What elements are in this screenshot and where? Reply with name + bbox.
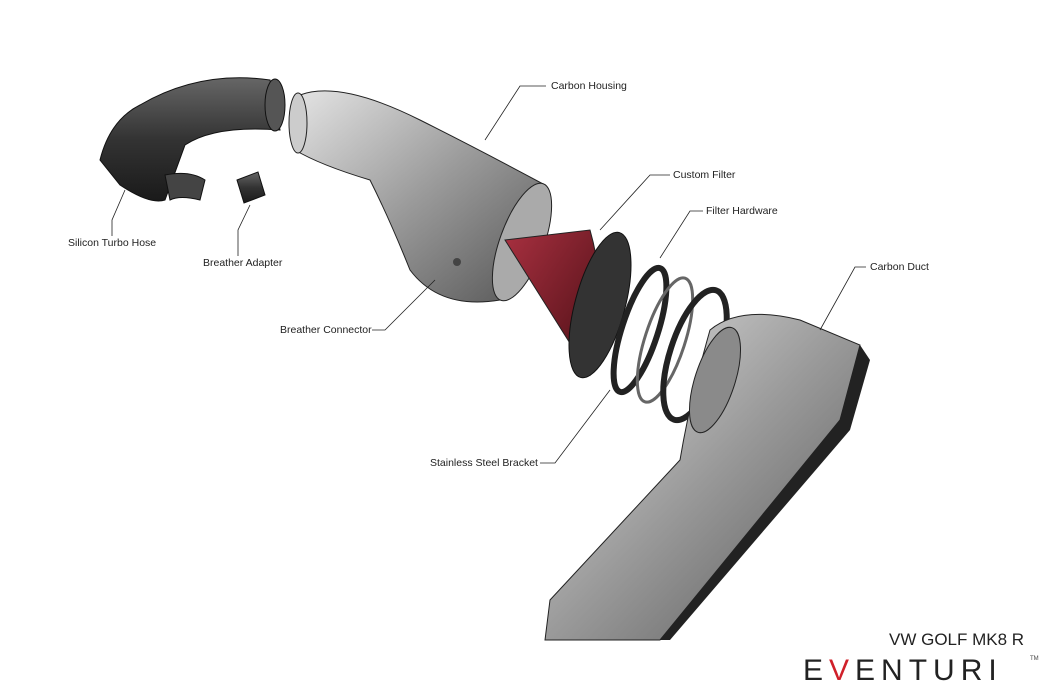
leader-carbon-duct	[819, 266, 866, 331]
silicon-turbo-hose	[99, 77, 286, 202]
carbon-housing	[288, 90, 553, 303]
logo-rest: ENTURI	[855, 654, 1003, 687]
leader-filter-hardware	[659, 210, 703, 259]
carbon-duct	[544, 313, 870, 641]
logo-v: V	[829, 654, 856, 687]
label-stainless-steel-bracket: Stainless Steel Bracket	[430, 457, 538, 469]
breather-adapter	[236, 171, 266, 204]
leader-stainless-steel-bracket	[540, 389, 611, 464]
eventuri-logo: EVENTURI	[803, 655, 1003, 687]
leader-silicon-turbo-hose	[111, 189, 126, 236]
leader-breather-connector	[372, 279, 436, 331]
label-custom-filter: Custom Filter	[673, 169, 736, 181]
label-carbon-duct: Carbon Duct	[870, 261, 929, 273]
label-breather-connector: Breather Connector	[280, 324, 372, 336]
custom-filter	[504, 229, 632, 379]
logo-e: E	[803, 654, 830, 687]
label-breather-adapter: Breather Adapter	[203, 257, 283, 269]
label-silicon-turbo-hose: Silicon Turbo Hose	[68, 237, 157, 249]
trademark: TM	[1030, 656, 1039, 662]
leader-breather-adapter	[237, 204, 251, 256]
leader-custom-filter	[599, 174, 670, 231]
leader-carbon-housing	[484, 85, 546, 141]
model-name: VW GOLF MK8 R	[889, 630, 1025, 649]
label-carbon-housing: Carbon Housing	[551, 80, 627, 92]
label-filter-hardware: Filter Hardware	[706, 205, 778, 217]
